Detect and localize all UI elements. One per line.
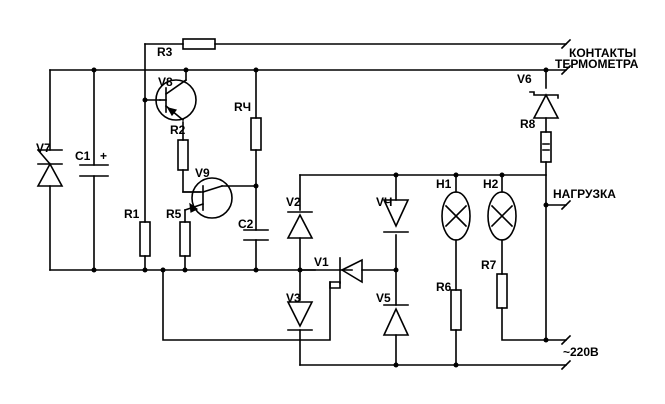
capacitor-c2	[243, 229, 269, 241]
diode-v7	[36, 148, 64, 187]
terminal-mains-1	[560, 334, 572, 346]
zener-diode-v6	[529, 91, 560, 119]
label-r4: RЧ	[234, 100, 251, 114]
resistor-r3	[182, 38, 216, 50]
resistor-r4	[250, 117, 262, 151]
label-r2: R2	[170, 123, 186, 137]
diode-v3	[286, 301, 314, 331]
thyristor-v1	[329, 257, 363, 289]
resistor-r6	[450, 289, 462, 331]
transistor-v8	[155, 78, 197, 122]
label-v7: V7	[36, 141, 51, 155]
label-mains: ~220В	[563, 345, 599, 359]
resistor-r7	[496, 273, 508, 309]
label-h2: H2	[483, 177, 499, 191]
terminal-load	[560, 199, 572, 211]
label-contacts-line1: КОНТАКТЫ	[569, 46, 636, 60]
label-load: НАГРУЗКА	[553, 187, 616, 201]
terminal-contacts-bottom	[560, 64, 572, 76]
terminals	[560, 38, 572, 371]
label-contacts-line2: ТЕРМОМЕТРА	[555, 57, 639, 71]
resistor-r1	[139, 221, 151, 257]
diode-v2	[286, 211, 314, 239]
label-v3: V3	[286, 291, 301, 305]
label-r5: R5	[166, 207, 182, 221]
diode-v4	[382, 199, 410, 233]
label-v5: V5	[376, 291, 391, 305]
labels: R3 КОНТАКТЫ ТЕРМОМЕТРА V6 V8 RЧ R2 R8 V7…	[36, 45, 639, 359]
label-r8: R8	[520, 117, 536, 131]
terminal-mains-2	[560, 359, 572, 371]
terminal-contacts-top	[560, 38, 572, 50]
label-r3: R3	[157, 45, 173, 59]
label-r1: R1	[124, 207, 140, 221]
label-v4: VЧ	[376, 195, 392, 209]
junctions	[91, 67, 549, 368]
resistor-r8	[540, 131, 552, 163]
label-c2: C2	[238, 217, 254, 231]
resistor-r5	[179, 221, 191, 257]
label-v6: V6	[517, 72, 532, 86]
label-r7: R7	[481, 258, 497, 272]
label-h1: H1	[436, 177, 452, 191]
capacitor-c1	[79, 164, 109, 177]
resistor-r8-marks	[542, 143, 550, 151]
label-c1: C1	[75, 149, 91, 163]
label-v9: V9	[195, 166, 210, 180]
transistor-v9	[182, 177, 233, 219]
lamp-h1	[441, 191, 471, 241]
label-c1-plus: +	[100, 149, 107, 163]
resistor-r2	[177, 139, 189, 171]
lamp-h2	[487, 191, 517, 241]
label-v1: V1	[314, 255, 329, 269]
label-v8: V8	[158, 75, 173, 89]
label-v2: V2	[286, 195, 301, 209]
diode-v5	[382, 304, 410, 336]
label-r6: R6	[436, 280, 452, 294]
wires	[49, 43, 567, 366]
